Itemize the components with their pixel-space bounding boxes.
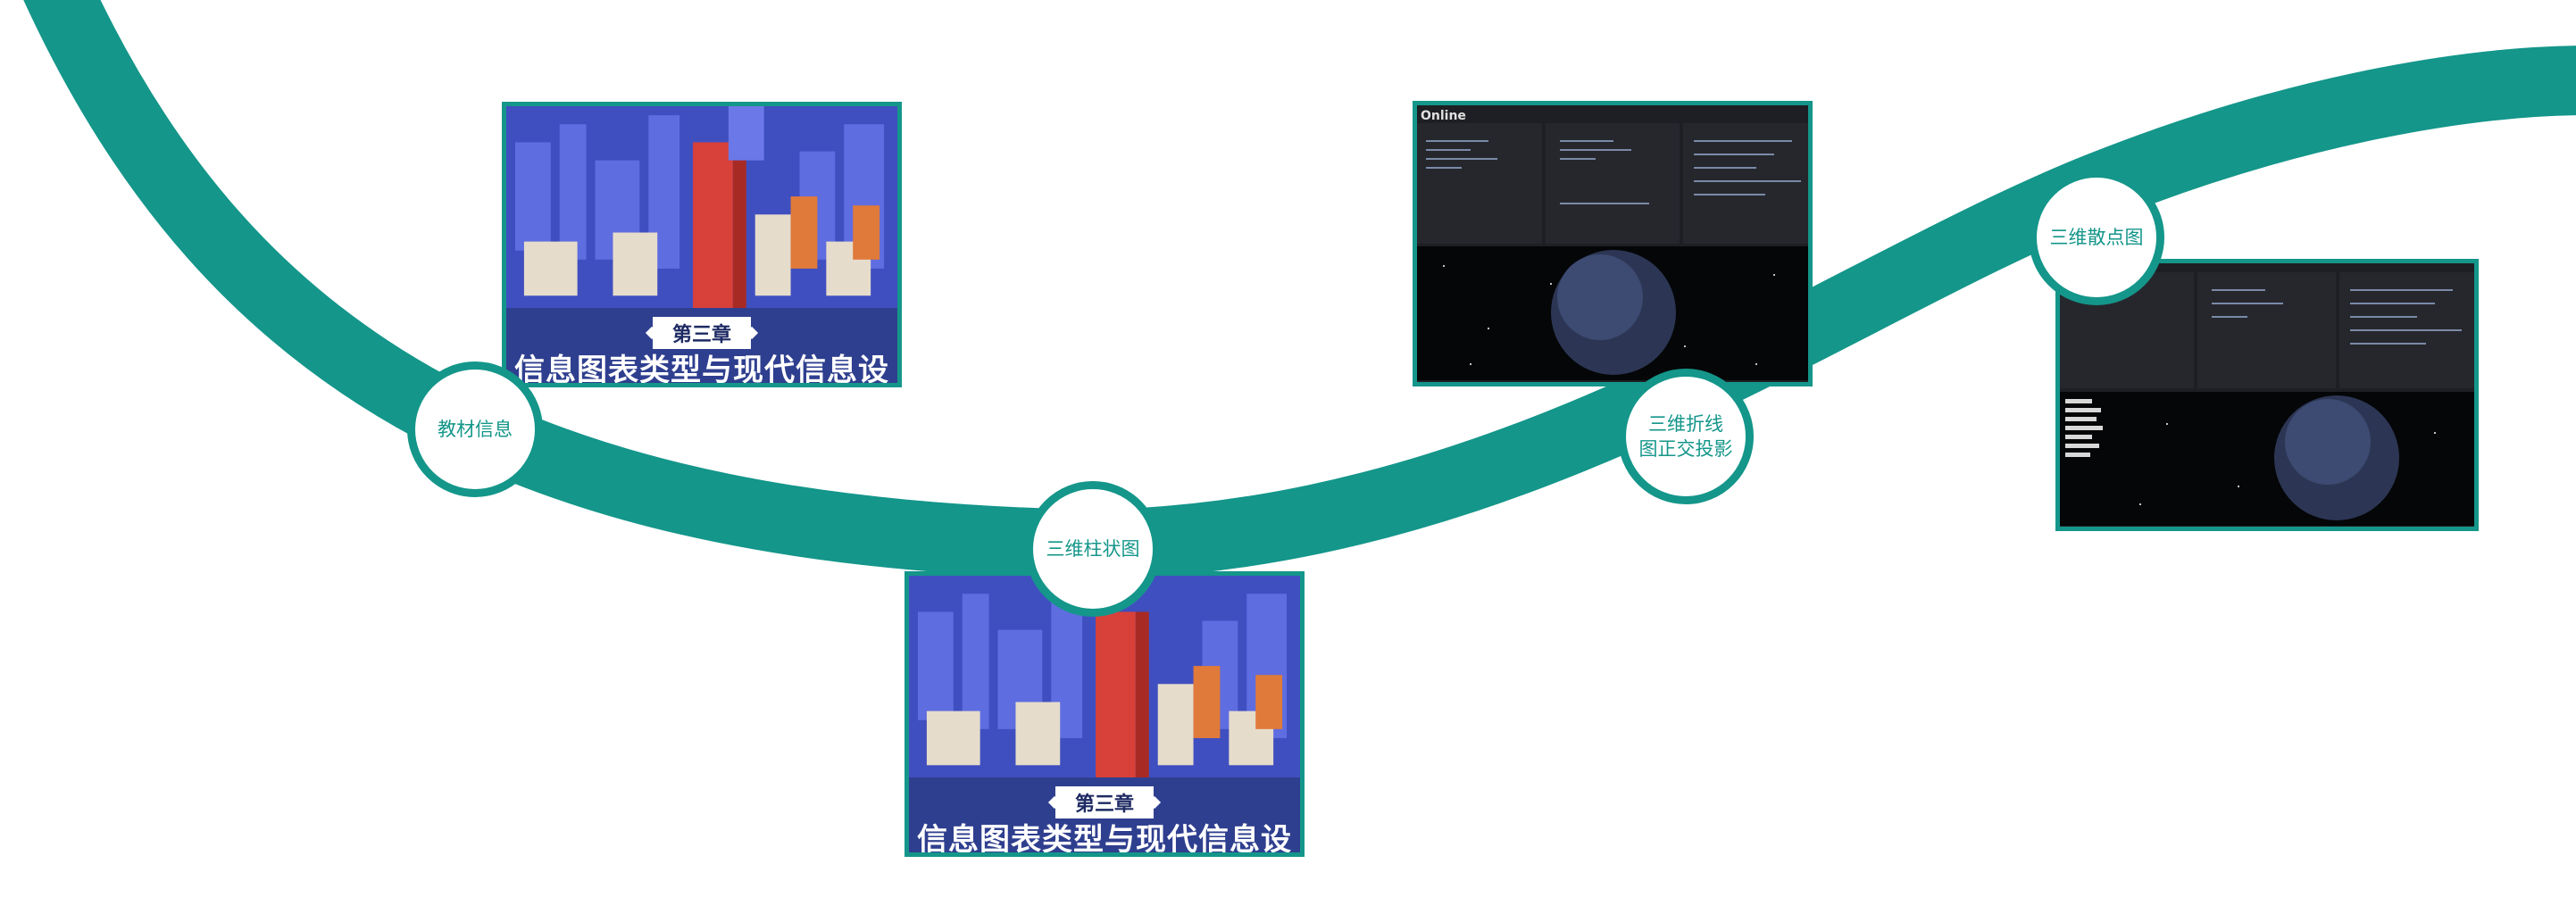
cover-title: 信息图表类型与现代信息设计工具 (917, 822, 1292, 857)
cover-title-band: 第三章 信息图表类型与现代信息设计工具 (909, 777, 1300, 852)
node-3d-bar-chart[interactable]: 三维柱状图 (1025, 481, 1161, 617)
node-label: 三维柱状图 (1046, 537, 1140, 560)
node-label: 三维折线 图正交投影 (1638, 412, 1733, 460)
node-3d-scatter[interactable]: 三维散点图 (2029, 170, 2164, 305)
chapter-tag: 第三章 (1055, 786, 1155, 819)
node-3d-line-orthographic[interactable]: 三维折线 图正交投影 (1618, 369, 1754, 504)
cover-title: 信息图表类型与现代信息设计工具 (514, 353, 889, 387)
node-textbook-info[interactable]: 教材信息 (407, 361, 543, 497)
node-label: 三维散点图 (2049, 226, 2144, 248)
node-label: 教材信息 (438, 418, 513, 440)
editor-screenshot-1[interactable]: Online (1413, 101, 1813, 386)
chapter-tag: 第三章 (652, 317, 752, 350)
editor-globe-image (2060, 272, 2474, 526)
app-title: Online (1421, 109, 1466, 123)
city-bars-image (506, 106, 897, 314)
cover-title-band: 第三章 信息图表类型与现代信息设计工具 (506, 308, 897, 383)
editor-globe-image (1417, 123, 1808, 380)
book-cover-card-1[interactable]: 第三章 信息图表类型与现代信息设计工具 (502, 102, 902, 387)
editor-screenshot-2[interactable] (2055, 259, 2479, 531)
